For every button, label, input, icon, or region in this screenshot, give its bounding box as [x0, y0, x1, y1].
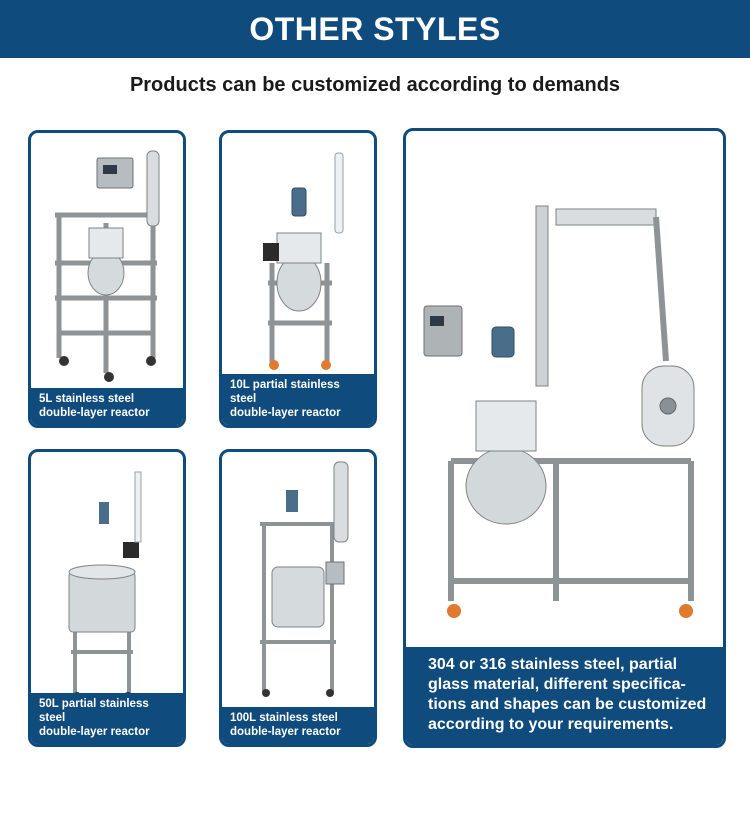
reactor-5l-image [31, 133, 183, 393]
reactor-50l-image [31, 452, 183, 712]
header-banner: OTHER STYLES [0, 0, 750, 58]
product-card-10l[interactable]: 10L partial stainless steel double-layer… [219, 130, 377, 428]
page-title: OTHER STYLES [249, 10, 501, 47]
card-caption: 10L partial stainless steel double-layer… [222, 374, 374, 425]
feature-card[interactable]: 304 or 316 stainless steel, partial glas… [403, 128, 726, 748]
custom-reactor-image [406, 131, 723, 651]
card-caption: 5L stainless steel double-layer reactor [31, 388, 183, 425]
card-caption: 50L partial stainless steel double-layer… [31, 693, 183, 744]
card-caption: 100L stainless steel double-layer reacto… [222, 707, 374, 744]
reactor-10l-image [222, 133, 374, 393]
feature-caption: 304 or 316 stainless steel, partial glas… [406, 647, 723, 745]
reactor-100l-image [222, 452, 374, 712]
product-card-100l[interactable]: 100L stainless steel double-layer reacto… [219, 449, 377, 747]
page-subtitle: Products can be customized according to … [129, 74, 621, 96]
product-card-50l[interactable]: 50L partial stainless steel double-layer… [28, 449, 186, 747]
product-card-5l[interactable]: 5L stainless steel double-layer reactor [28, 130, 186, 428]
